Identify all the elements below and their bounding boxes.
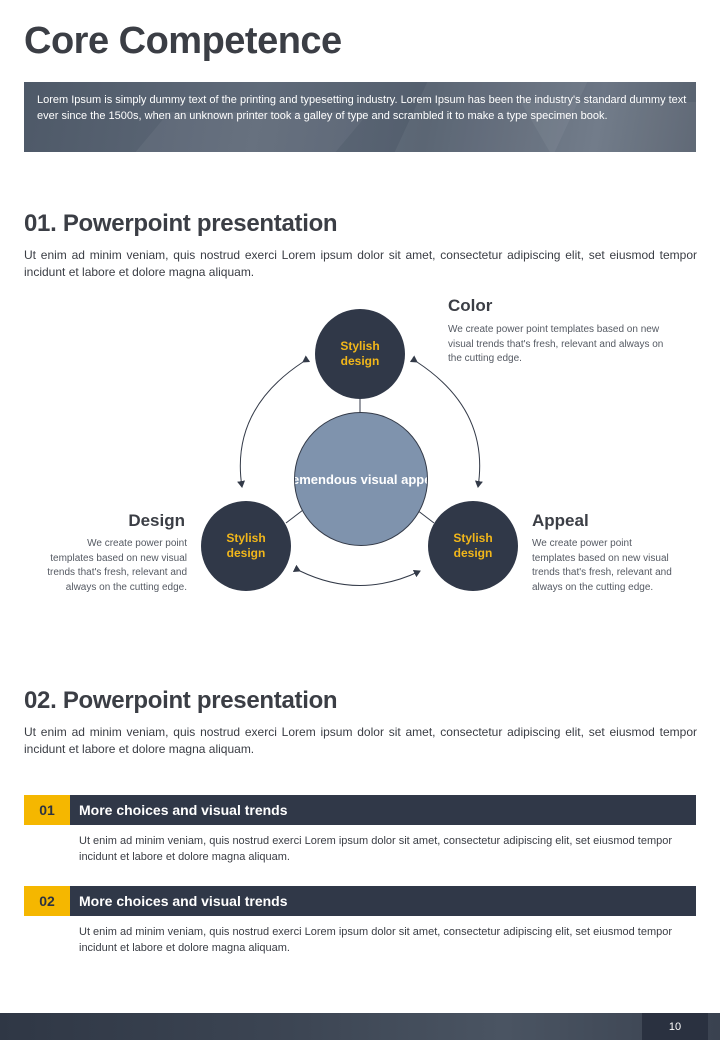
cycle-diagram-arrows xyxy=(237,355,483,586)
footer-bar: 10 xyxy=(0,1013,720,1040)
connector-right xyxy=(416,509,435,524)
appeal-title: Appeal xyxy=(532,511,589,530)
list-item-1-title: More choices and visual trends xyxy=(79,802,288,818)
intro-text: Lorem Ipsum is simply dummy text of the … xyxy=(37,94,687,122)
list-item-2-bar: 02 More choices and visual trends xyxy=(24,886,696,916)
center-label: Tremendous visual appeal xyxy=(294,471,427,487)
design-title: Design xyxy=(128,511,185,530)
arrow-left xyxy=(237,355,311,488)
arrow-right xyxy=(409,355,483,488)
arrow-bottom xyxy=(292,564,421,586)
list-item-1-bar: 01 More choices and visual trends xyxy=(24,795,696,825)
node-right-label: Stylish design xyxy=(453,531,493,560)
center-circle: Tremendous visual appeal xyxy=(294,412,428,546)
intro-banner: Lorem Ipsum is simply dummy text of the … xyxy=(24,82,696,152)
appeal-desc: We create power point templates based on… xyxy=(532,538,672,593)
design-desc: We create power point templates based on… xyxy=(47,538,187,593)
list-item-2-desc: Ut enim ad minim veniam, quis nostrud ex… xyxy=(79,926,673,954)
color-title: Color xyxy=(448,296,493,315)
node-left-circle: Stylish design xyxy=(201,501,291,591)
node-top-circle: Stylish design xyxy=(315,309,405,399)
list-item-1-desc: Ut enim ad minim veniam, quis nostrud ex… xyxy=(79,835,673,863)
connector-left xyxy=(285,509,304,524)
section2-heading: 02. Powerpoint presentation xyxy=(24,687,338,714)
node-left-label: Stylish design xyxy=(226,531,266,560)
section2-body: Ut enim ad minim veniam, quis nostrud ex… xyxy=(24,725,697,756)
list-item-2-number: 02 xyxy=(24,886,70,916)
node-top-label: Stylish design xyxy=(340,339,380,368)
section1-body: Ut enim ad minim veniam, quis nostrud ex… xyxy=(24,248,697,279)
node-right-circle: Stylish design xyxy=(428,501,518,591)
color-desc: We create power point templates based on… xyxy=(448,324,664,364)
list-item-1-number: 01 xyxy=(24,795,70,825)
page-title: Core Competence xyxy=(24,20,342,62)
list-item-2-title: More choices and visual trends xyxy=(79,893,288,909)
page-number: 10 xyxy=(642,1013,708,1040)
section1-heading: 01. Powerpoint presentation xyxy=(24,210,338,237)
